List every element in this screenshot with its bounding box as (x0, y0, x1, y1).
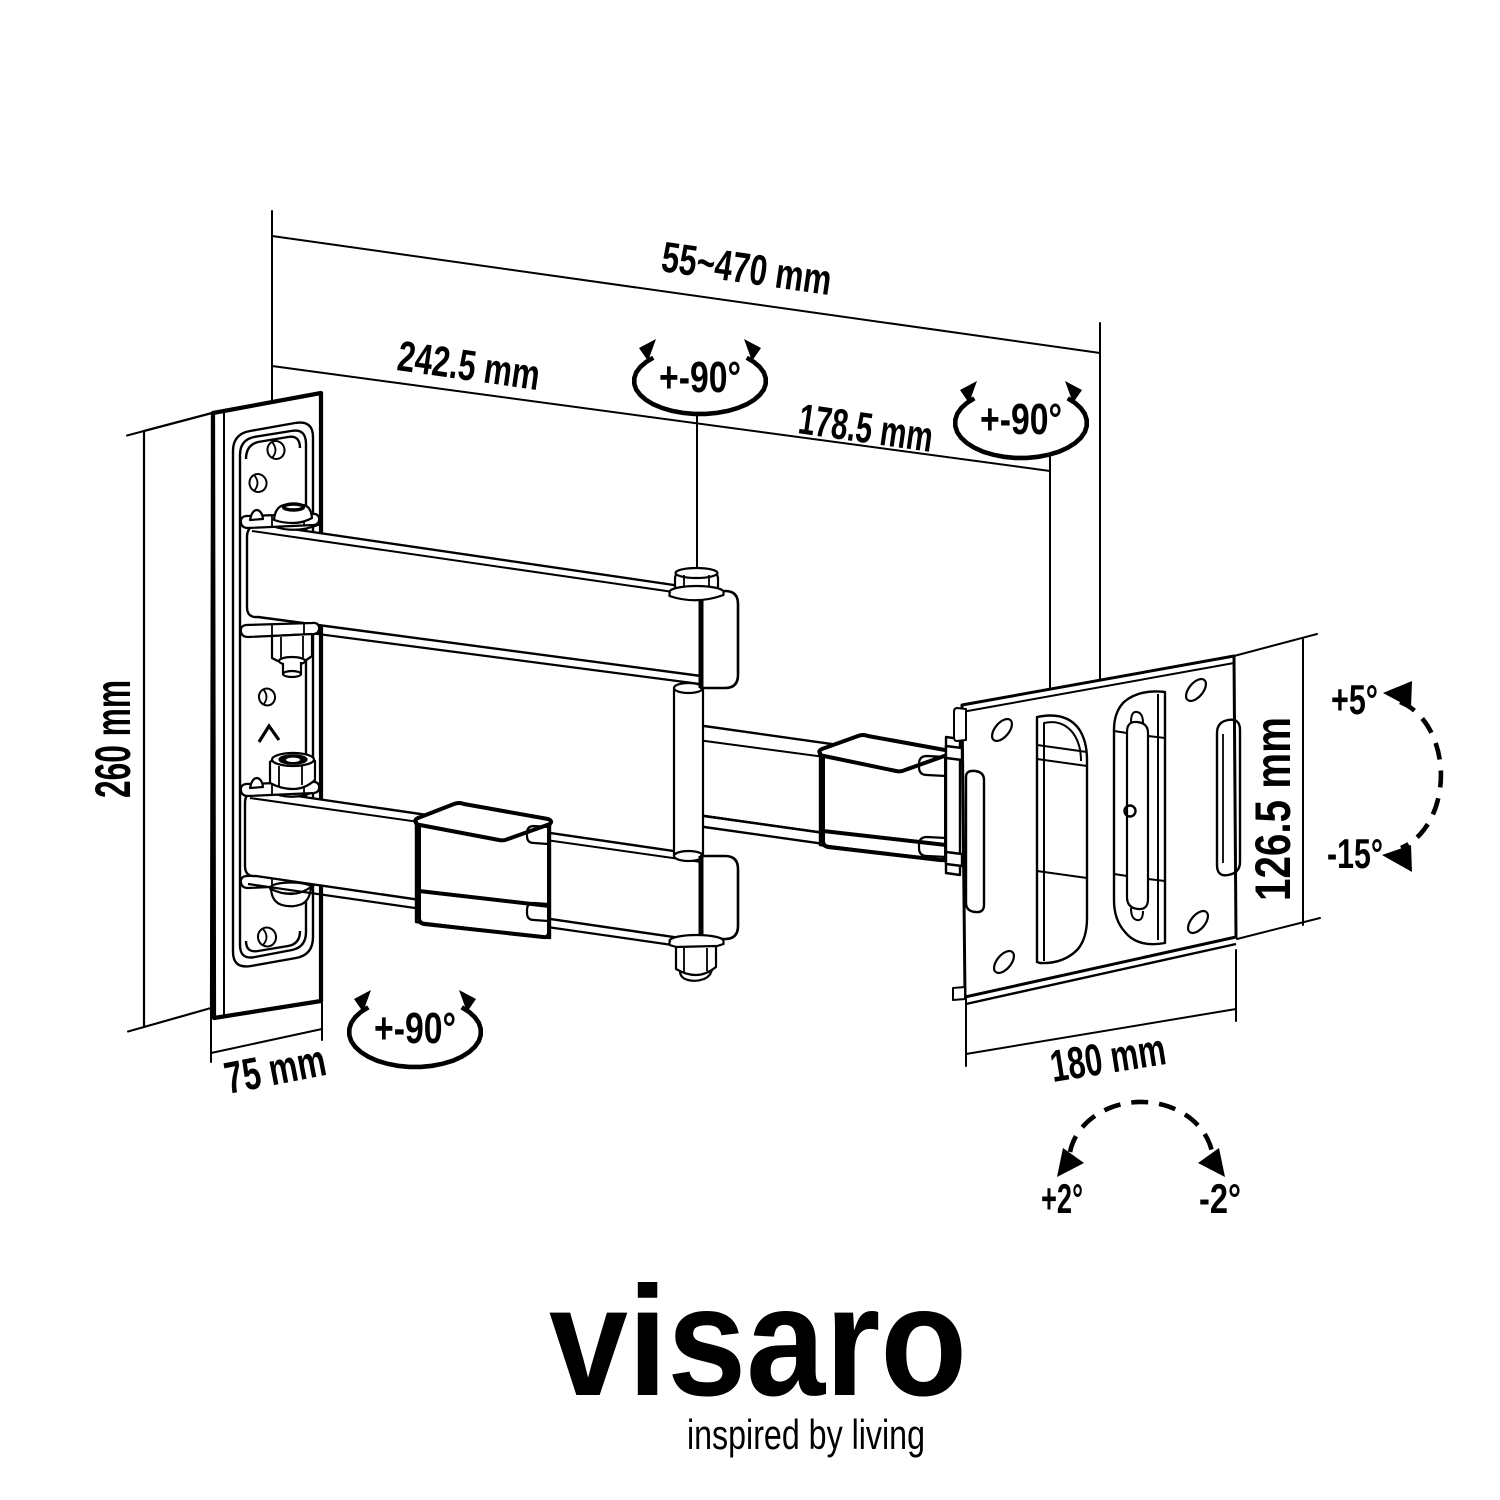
svg-text:+2°: +2° (1041, 1175, 1083, 1222)
svg-text:+-90°: +-90° (659, 353, 741, 402)
svg-text:-2°: -2° (1199, 1175, 1241, 1222)
svg-text:126.5 mm: 126.5 mm (1245, 717, 1301, 901)
svg-text:+-90°: +-90° (980, 395, 1062, 444)
svg-text:+-90°: +-90° (374, 1004, 456, 1053)
svg-text:visaro: visaro (549, 1255, 967, 1429)
svg-text:inspired by living: inspired by living (687, 1411, 925, 1458)
svg-text:260 mm: 260 mm (85, 680, 141, 798)
svg-text:-15°: -15° (1327, 830, 1383, 877)
svg-text:+5°: +5° (1331, 676, 1378, 723)
